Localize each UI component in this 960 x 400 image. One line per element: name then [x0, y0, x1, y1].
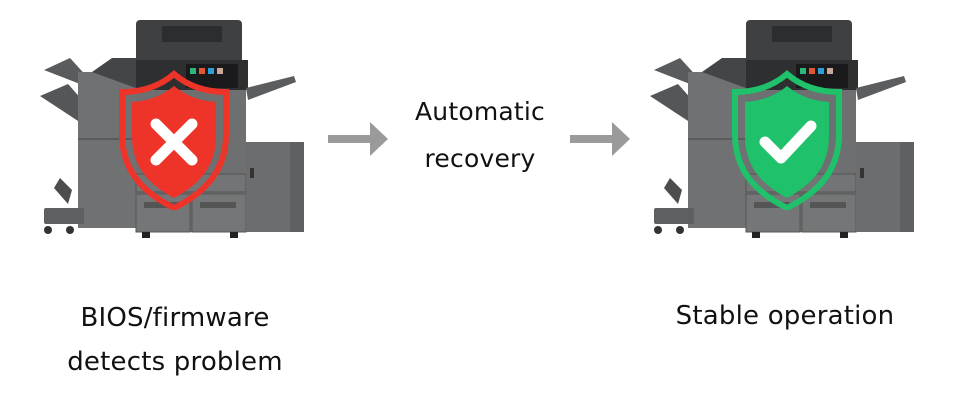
printer-error-illustration: [32, 18, 312, 246]
mid-label-line-1: Automatic: [414, 97, 545, 126]
shield-x-icon: [119, 70, 229, 210]
problem-caption: BIOS/firmware detects problem: [20, 296, 330, 384]
problem-caption-line-2: detects problem: [67, 347, 283, 377]
problem-caption-line-1: BIOS/firmware: [80, 303, 270, 333]
shield-check-icon: [732, 70, 842, 210]
stable-caption: Stable operation: [630, 294, 940, 338]
automatic-recovery-label: Automatic recovery: [380, 88, 580, 182]
stable-caption-line-1: Stable operation: [675, 301, 895, 331]
arrow-right-icon: [570, 122, 630, 156]
mid-label-line-2: recovery: [424, 144, 536, 173]
arrow-right-icon: [328, 122, 388, 156]
printer-ok-illustration: [642, 18, 922, 246]
